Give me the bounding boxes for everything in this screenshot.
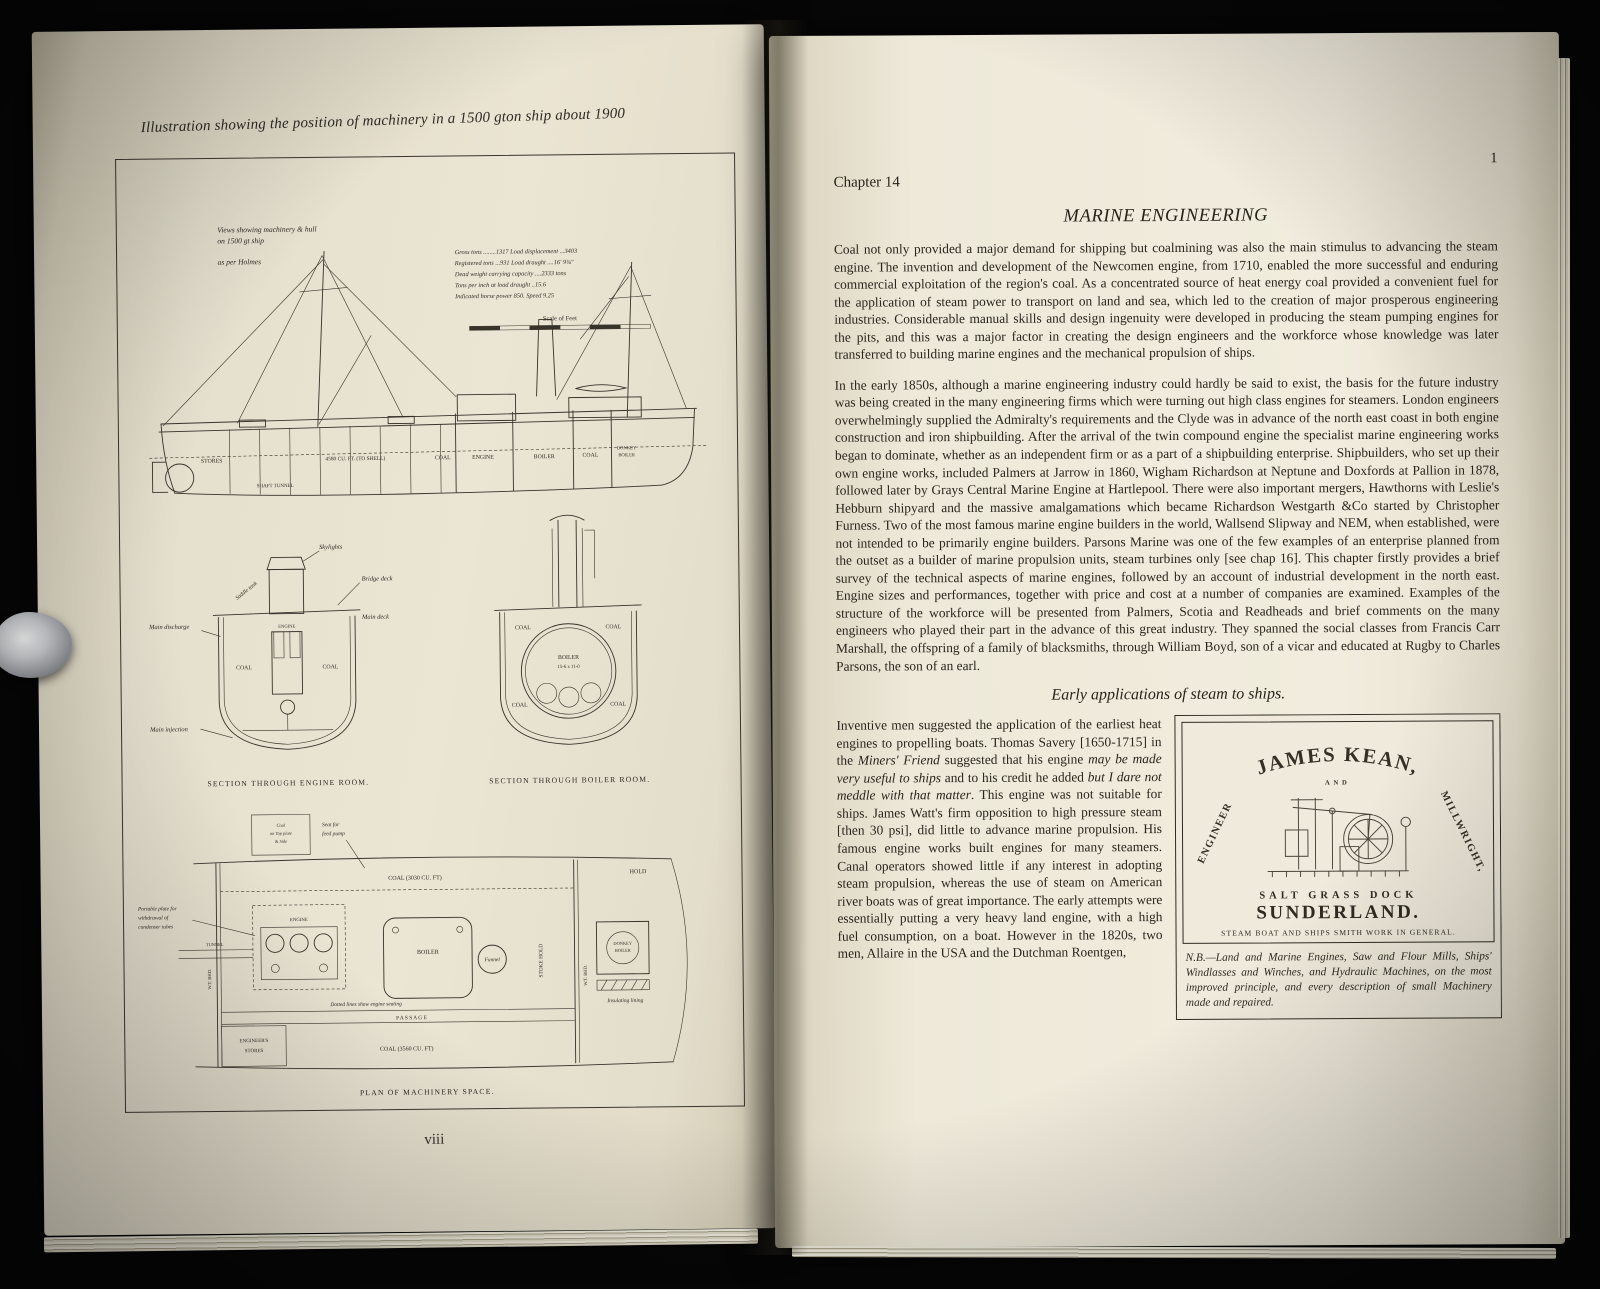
svg-text:W.T. BHD.: W.T. BHD.: [207, 969, 212, 990]
svg-text:ENGINEER'S: ENGINEER'S: [240, 1039, 269, 1044]
svg-text:COAL: COAL: [583, 453, 599, 459]
svg-text:COAL (3030 CU. FT): COAL (3030 CU. FT): [388, 874, 442, 882]
svg-text:STOKE HOLD: STOKE HOLD: [538, 944, 544, 978]
advert-engraving-panel: JAMES KEAN, AND ENGINEER MILLWRIGHT,: [1181, 720, 1495, 945]
svg-text:Main deck: Main deck: [361, 614, 389, 621]
svg-text:DONKEY: DONKEY: [617, 445, 637, 450]
svg-text:Indicated horse power 850. S: Indicated horse power 850. Speed 9.25: [454, 292, 554, 300]
svg-text:Bridge deck: Bridge deck: [362, 575, 393, 582]
svg-text:COAL: COAL: [605, 624, 621, 630]
svg-text:COAL: COAL: [435, 455, 451, 461]
scale-bar: [469, 324, 651, 331]
svg-text:Main injection: Main injection: [149, 726, 188, 733]
page-holder-clip: [0, 612, 72, 678]
svg-text:TUNNEL: TUNNEL: [206, 942, 224, 947]
svg-text:Tons per inch at load draught: Tons per inch at load draught ..15.6: [455, 281, 547, 289]
svg-text:BOILER: BOILER: [618, 452, 636, 457]
svg-text:Dotted lines show engine seati: Dotted lines show engine seating: [329, 1001, 402, 1008]
svg-text:Main discharge: Main discharge: [148, 624, 189, 631]
svg-text:Gross tons ........1317 Loa: Gross tons ........1317 Load displacemen…: [455, 248, 578, 256]
svg-text:Insulating lining: Insulating lining: [606, 998, 643, 1004]
paragraph-1: Coal not only provided a major demand fo…: [833, 238, 1499, 363]
svg-text:HOLD: HOLD: [630, 869, 647, 875]
advert-nb-note: N.B.—Land and Marine Engines, Saw and Fl…: [1185, 950, 1492, 1009]
svg-text:BOILER: BOILER: [558, 655, 579, 661]
svg-text:as per Holmes: as per Holmes: [218, 257, 262, 266]
ship-diagram: Views showing machinery & hull on 1500 g…: [137, 224, 707, 1097]
james-kean-advert: JAMES KEAN, AND ENGINEER MILLWRIGHT,: [1174, 713, 1502, 1020]
advert-tagline: STEAM BOAT AND SHIPS SMITH WORK IN GENER…: [1221, 927, 1456, 938]
paragraph-2: In the early 1850s, although a marine en…: [834, 374, 1501, 674]
svg-text:STORES: STORES: [201, 459, 223, 465]
ship-machinery-figure: Views showing machinery & hull on 1500 g…: [115, 152, 746, 1113]
svg-text:on Top plate: on Top plate: [270, 831, 292, 836]
svg-text:SECTION THROUGH BOILER ROOM.: SECTION THROUGH BOILER ROOM.: [489, 775, 650, 786]
svg-text:Seat for: Seat for: [322, 821, 340, 828]
chapter-title: MARINE ENGINEERING: [1063, 205, 1269, 227]
section-subheading: Early applications of steam to ships.: [1051, 685, 1286, 704]
chapter-label: Chapter 14: [833, 174, 900, 191]
engine-room-section: Skylights Bridge deck Main deck Saddle t…: [148, 544, 393, 789]
advert-and: AND: [1325, 780, 1351, 787]
machinery-plan: Coal on Top plate & Side Seat for feed p…: [137, 814, 688, 1097]
right-page: 1 Chapter 14 MARINE ENGINEERING Coal not…: [768, 31, 1566, 1249]
svg-text:condenser tubes: condenser tubes: [138, 924, 173, 930]
page-edges-right: [1558, 58, 1570, 1238]
advert-city: SUNDERLAND.: [1256, 901, 1421, 924]
svg-text:W.T. BHD.: W.T. BHD.: [583, 965, 588, 986]
right-page-number: 1: [1490, 150, 1498, 167]
svg-text:feed pump: feed pump: [322, 830, 345, 837]
advert-millwright: MILLWRIGHT,: [1438, 790, 1485, 875]
svg-text:Saddle tank: Saddle tank: [235, 580, 259, 601]
figure-notes: Views showing machinery & hull on 1500 g…: [217, 224, 316, 266]
advert-engraving: JAMES KEAN, AND ENGINEER MILLWRIGHT,: [1196, 744, 1485, 878]
svg-text:4580 CU. FT. (TO SHELL): 4580 CU. FT. (TO SHELL): [325, 455, 385, 463]
svg-text:ENGINE: ENGINE: [472, 455, 494, 461]
svg-text:withdrawal of: withdrawal of: [138, 914, 170, 921]
svg-text:DONKEY: DONKEY: [613, 941, 632, 946]
svg-text:& Side: & Side: [275, 839, 287, 844]
text-with-advert: JAMES KEAN, AND ENGINEER MILLWRIGHT,: [836, 713, 1502, 1025]
svg-text:on 1500 gt ship: on 1500 gt ship: [217, 236, 264, 245]
svg-text:COAL: COAL: [512, 703, 528, 709]
svg-text:Portable plate for: Portable plate for: [137, 905, 178, 912]
boiler-room-section: BOILER 15-6 x 11-0 COAL COAL COAL COAL S…: [489, 514, 650, 786]
svg-text:SHAFT TUNNEL: SHAFT TUNNEL: [257, 484, 294, 489]
svg-text:COAL (3560 CU. FT): COAL (3560 CU. FT): [380, 1045, 434, 1053]
svg-text:COAL: COAL: [515, 625, 531, 631]
svg-text:COAL: COAL: [236, 665, 252, 671]
svg-text:15-6 x 11-0: 15-6 x 11-0: [557, 665, 580, 670]
left-page-number: viii: [424, 1131, 445, 1148]
svg-text:Scale of Feet: Scale of Feet: [543, 315, 577, 322]
svg-text:Funnel: Funnel: [484, 957, 501, 963]
svg-text:STORES: STORES: [245, 1049, 264, 1054]
side-elevation: STORES 4580 CU. FT. (TO SHELL) COAL ENGI…: [149, 251, 707, 496]
page-edges-bottom-right: [791, 1246, 1557, 1259]
advert-dock: SALT GRASS DOCK: [1259, 889, 1418, 902]
svg-text:P A S S A G E: P A S S A G E: [396, 1015, 428, 1021]
svg-text:BOILER: BOILER: [534, 454, 555, 460]
svg-text:SECTION THROUGH ENGINE ROOM.: SECTION THROUGH ENGINE ROOM.: [207, 778, 369, 789]
svg-text:ENGINE: ENGINE: [278, 624, 295, 629]
svg-text:PLAN OF MACHINERY SPACE.: PLAN OF MACHINERY SPACE.: [360, 1087, 495, 1097]
svg-text:Skylights: Skylights: [319, 544, 343, 551]
advert-name-arc: JAMES KEAN,: [1254, 744, 1422, 780]
svg-text:Views showing machinery & hull: Views showing machinery & hull: [217, 224, 316, 234]
advert-engineer: ENGINEER: [1196, 801, 1235, 866]
spec-table: Gross tons ........1317 Load displacemen…: [454, 248, 651, 331]
svg-text:COAL: COAL: [322, 664, 338, 670]
svg-text:JAMES KEAN,: JAMES KEAN,: [1254, 744, 1422, 780]
figure-caption: Illustration showing the position of mac…: [140, 105, 626, 137]
svg-text:BOILER: BOILER: [417, 950, 439, 956]
svg-text:BOILER: BOILER: [615, 948, 631, 953]
svg-text:Registered tons ...931 Loa: Registered tons ...931 Load draught ....…: [454, 259, 574, 267]
svg-text:Coal: Coal: [276, 823, 285, 828]
svg-text:Dead weight carrying capacity: Dead weight carrying capacity ....2333 t…: [454, 270, 567, 278]
left-page: Illustration showing the position of mac…: [31, 24, 777, 1236]
svg-text:ENGINE: ENGINE: [290, 918, 308, 923]
svg-text:COAL: COAL: [610, 702, 626, 708]
beam-engine-engraving: [1267, 797, 1411, 878]
